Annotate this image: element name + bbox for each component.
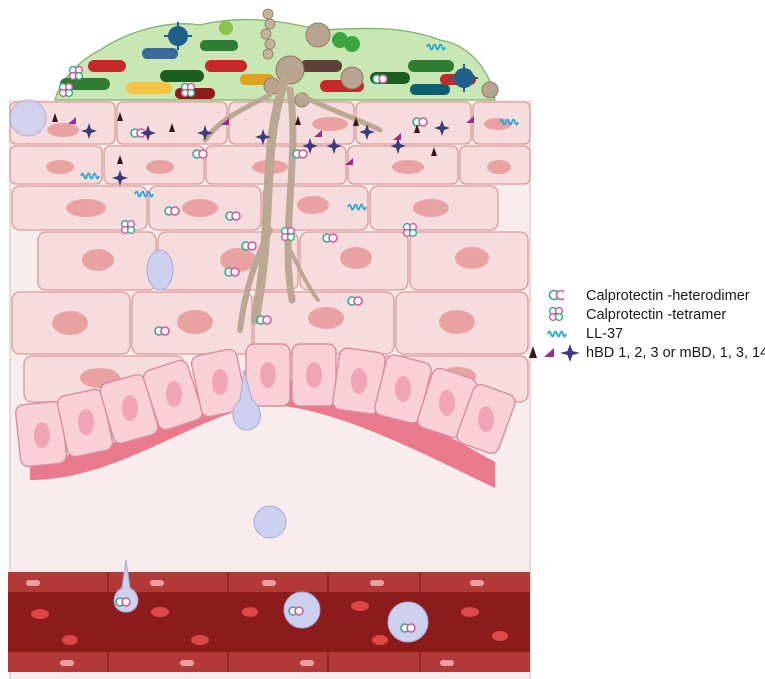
legend-label-ll37: LL-37: [586, 325, 624, 342]
blood-vessel: [8, 572, 530, 672]
virus-icon: [164, 22, 478, 92]
nuclei: [46, 117, 512, 388]
heterodimer-icon: [548, 289, 564, 301]
tetramer-icon: [548, 306, 564, 322]
legend-item-ll37: LL-37: [524, 324, 760, 343]
defensin-icon: [529, 344, 580, 362]
bacteria-icon: [60, 21, 476, 99]
legend: Calprotectin -heterodimer Calprotectin -…: [524, 286, 765, 362]
legend-label-tetramer: Calprotectin -tetramer: [586, 306, 727, 323]
legend-item-tetramer: Calprotectin -tetramer: [524, 305, 760, 324]
legend-label-heterodimer: Calprotectin -heterodimer: [586, 287, 750, 304]
basal-nuclei: [34, 362, 494, 448]
legend-item-defensins: hBD 1, 2, 3 or mBD, 1, 3, 14: [524, 343, 765, 362]
legend-item-heterodimer: Calprotectin -heterodimer: [524, 286, 760, 305]
legend-label-defensins: hBD 1, 2, 3 or mBD, 1, 3, 14: [586, 344, 765, 361]
hypha-icon: [202, 75, 383, 333]
ll37-icon: [547, 330, 567, 338]
